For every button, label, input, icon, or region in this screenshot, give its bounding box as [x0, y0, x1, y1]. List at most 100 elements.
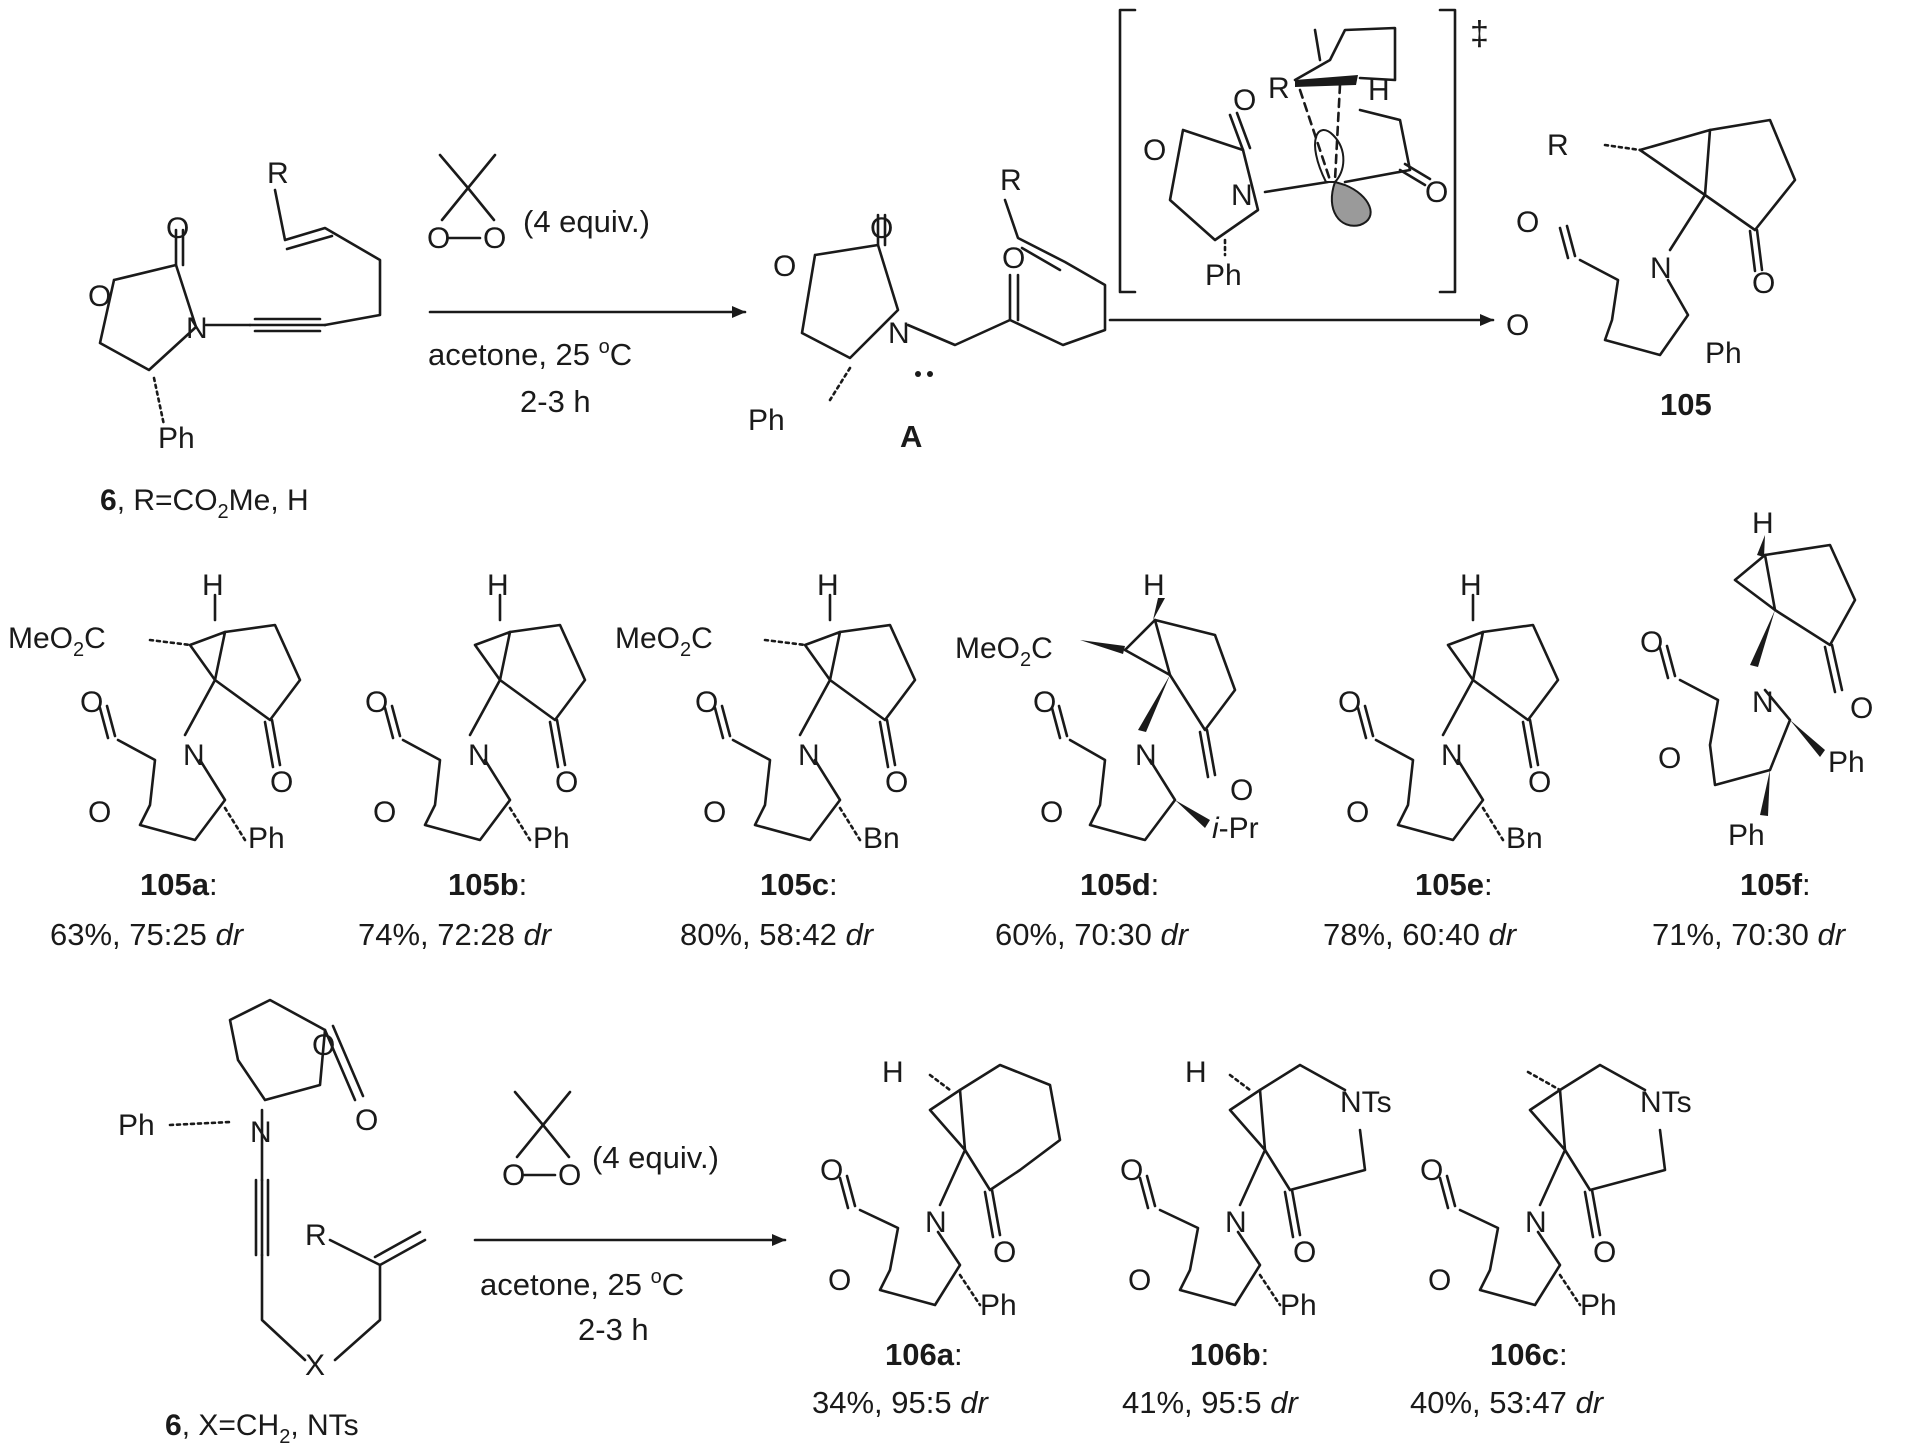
compound-label: 6, R=CO2Me, H: [100, 484, 309, 523]
atom-label: Ph: [248, 822, 285, 855]
atom-label: Ph: [748, 404, 785, 437]
atom-label: O: [80, 686, 103, 719]
compound-label: 106b:: [1190, 1337, 1269, 1372]
product-105d: H MeO2C O N O O i-Pr 105d: 60%, 70:30 dr: [955, 569, 1259, 952]
substrate-6-tethered: O O N Ph R X 6, X=CH2, NTs: [118, 998, 427, 1445]
yield-dr: 63%, 75:25 dr: [50, 917, 245, 952]
compound-label: 106c:: [1490, 1337, 1568, 1372]
atom-label: O: [885, 766, 908, 799]
atom-label: O: [1346, 796, 1369, 829]
atom-label: R: [267, 157, 289, 190]
atom-label: N: [183, 739, 205, 772]
atom-label: H: [817, 569, 839, 602]
atom-label: Ph: [1705, 337, 1742, 370]
compound-label: 106a:: [885, 1337, 963, 1372]
atom-label: N: [1752, 686, 1774, 719]
compound-label: 105f:: [1740, 867, 1811, 902]
atom-label: O: [1120, 1154, 1143, 1187]
atom-label: Ph: [1205, 259, 1242, 292]
atom-label: Ph: [118, 1109, 155, 1142]
atom-label: H: [1460, 569, 1482, 602]
yield-dr: 71%, 70:30 dr: [1652, 917, 1847, 952]
substituent-label: MeO2C: [955, 632, 1053, 671]
substituent-label: MeO2C: [615, 622, 713, 661]
atom-label: O: [1593, 1236, 1616, 1269]
atom-label: O: [88, 280, 111, 313]
atom-label: H: [487, 569, 509, 602]
atom-label: O: [703, 796, 726, 829]
atom-label: NTs: [1640, 1086, 1692, 1119]
atom-label: O: [365, 686, 388, 719]
atom-label: Ph: [158, 422, 195, 455]
atom-label: O: [555, 766, 578, 799]
atom-label: Bn: [1506, 822, 1543, 855]
atom-label: H: [1143, 569, 1165, 602]
atom-label: Ph: [1828, 746, 1865, 779]
yield-dr: 60%, 70:30 dr: [995, 917, 1190, 952]
atom-label: N: [186, 312, 208, 345]
atom-label: H: [1752, 507, 1774, 540]
atom-label: N: [250, 1116, 272, 1149]
atom-label: N: [888, 317, 910, 350]
atom-label: O: [828, 1264, 851, 1297]
double-dagger-symbol: ‡: [1470, 15, 1489, 53]
atom-label: Ph: [980, 1289, 1017, 1322]
reaction-conditions: acetone, 25 oC: [480, 1266, 684, 1302]
atom-label: O: [993, 1236, 1016, 1269]
atom-label: N: [1135, 739, 1157, 772]
atom-label: N: [1231, 179, 1253, 212]
yield-dr: 41%, 95:5 dr: [1122, 1385, 1299, 1420]
atom-label: H: [202, 569, 224, 602]
atom-label: O: [558, 1159, 581, 1192]
atom-label: N: [925, 1206, 947, 1239]
atom-label: O: [270, 766, 293, 799]
reaction-arrow-1: O O (4 equiv.) acetone, 25 oC 2-3 h: [427, 153, 747, 419]
reagent-equivalents: (4 equiv.): [592, 1140, 719, 1175]
atom-label: O: [695, 686, 718, 719]
compound-label: 105e:: [1415, 867, 1493, 902]
atom-label: O: [312, 1029, 335, 1062]
yield-dr: 78%, 60:40 dr: [1323, 917, 1518, 952]
product-105c: H MeO2C O N O O Bn 105c: 80%, 58:42 dr: [615, 569, 917, 952]
atom-label: R: [1000, 164, 1022, 197]
product-106b: H NTs O N O O Ph 106b: 41%, 95:5 dr: [1120, 1056, 1392, 1420]
substrate-6-ynamide: O O N R Ph 6, R=CO2Me, H: [88, 157, 382, 523]
product-105a: H MeO2C O N O O Ph 105a: 63%, 75:25 dr: [8, 569, 302, 952]
atom-label: Ph: [533, 822, 570, 855]
atom-label: O: [870, 212, 893, 245]
atom-label: O: [1033, 686, 1056, 719]
atom-label: Bn: [863, 822, 900, 855]
reagent-equivalents: (4 equiv.): [523, 204, 650, 239]
atom-label: X: [305, 1349, 325, 1382]
atom-label: O: [1233, 84, 1256, 117]
yield-dr: 40%, 53:47 dr: [1410, 1385, 1605, 1420]
atom-label: O: [1850, 692, 1873, 725]
atom-label: Ph: [1728, 819, 1765, 852]
substituent-label: i-Pr: [1212, 812, 1259, 845]
atom-label: O: [1752, 267, 1775, 300]
compound-label: 105: [1660, 387, 1712, 422]
atom-label: N: [798, 739, 820, 772]
atom-label: R: [1547, 129, 1569, 162]
atom-label: O: [355, 1104, 378, 1137]
compound-label: 105b:: [448, 867, 527, 902]
atom-label: O: [427, 222, 450, 255]
reaction-conditions: acetone, 25 oC: [428, 336, 632, 372]
atom-label: O: [166, 212, 189, 245]
atom-label: O: [1128, 1264, 1151, 1297]
atom-label: O: [1516, 206, 1539, 239]
atom-label: O: [1528, 766, 1551, 799]
atom-label: O: [1420, 1154, 1443, 1187]
reaction-time: 2-3 h: [520, 384, 591, 419]
atom-label: O: [773, 250, 796, 283]
atom-label: O: [1040, 796, 1063, 829]
atom-label: R: [1268, 72, 1290, 105]
product-105e: H O N O O Bn 105e: 78%, 60:40 dr: [1323, 569, 1560, 952]
product-106c: NTs O N O O Ph 106c: 40%, 53:47 dr: [1410, 1063, 1692, 1420]
product-105f: H O N O O Ph Ph 105f: 71%, 70:30 dr: [1640, 507, 1873, 952]
atom-label: Ph: [1280, 1289, 1317, 1322]
atom-label: O: [1425, 176, 1448, 209]
atom-label: R: [305, 1219, 327, 1252]
product-106a: H O N O O Ph 106a: 34%, 95:5 dr: [812, 1056, 1062, 1420]
